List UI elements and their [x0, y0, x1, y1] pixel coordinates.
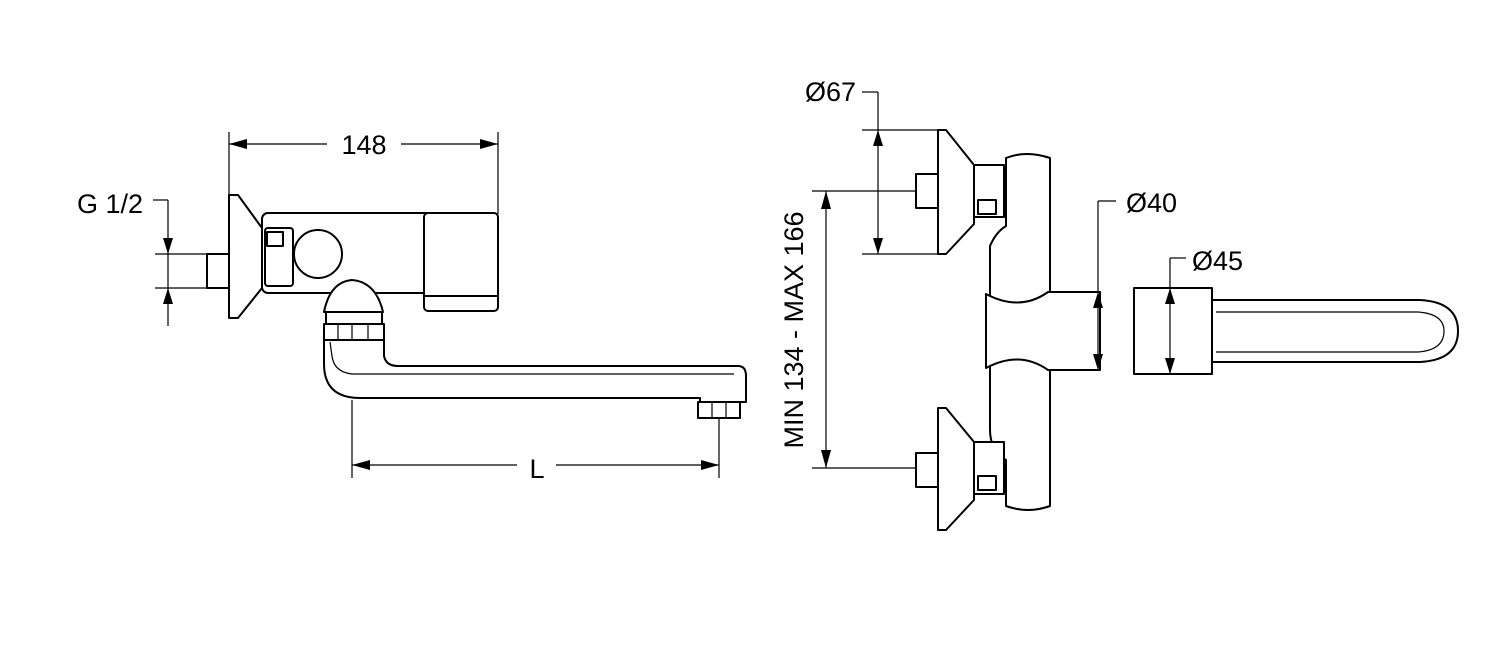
front-bottom-inlet	[915, 452, 939, 488]
side-handle-block	[423, 212, 499, 312]
dimension-center-distance: MIN 134 - MAX 166	[779, 190, 916, 469]
side-spout-nut	[323, 279, 384, 313]
dimension-body: Ø40	[1093, 188, 1177, 370]
dimension-rosette-label: Ø67	[805, 77, 856, 107]
dimension-center-distance-label: MIN 134 - MAX 166	[779, 211, 809, 448]
dimension-width: 148	[228, 130, 499, 214]
side-cartridge	[293, 229, 343, 279]
side-rosette	[228, 194, 263, 319]
dimension-rosette: Ø67	[805, 77, 938, 255]
side-spout	[323, 339, 747, 403]
side-view: 148 G 1/2 L	[77, 130, 747, 484]
front-hub	[985, 291, 1101, 371]
front-bottom-rosette	[937, 407, 975, 531]
side-inlet-connector	[206, 253, 230, 289]
dimension-spout-label: Ø45	[1192, 246, 1243, 276]
dimension-length-label: L	[529, 454, 544, 484]
dimension-spout: Ø45	[1165, 246, 1243, 374]
dimension-thread: G 1/2	[77, 189, 207, 326]
front-top-inlet	[915, 173, 939, 209]
dimension-body-label: Ø40	[1126, 188, 1177, 218]
dimension-width-label: 148	[341, 130, 386, 160]
front-top-rosette	[937, 129, 975, 255]
dimension-length: L	[351, 400, 720, 484]
front-spout	[1211, 299, 1459, 363]
side-aerator	[697, 401, 741, 419]
dimension-thread-label: G 1/2	[77, 189, 143, 219]
front-view: Ø67 MIN 134 - MAX 166 Ø40 Ø45	[779, 77, 1459, 531]
